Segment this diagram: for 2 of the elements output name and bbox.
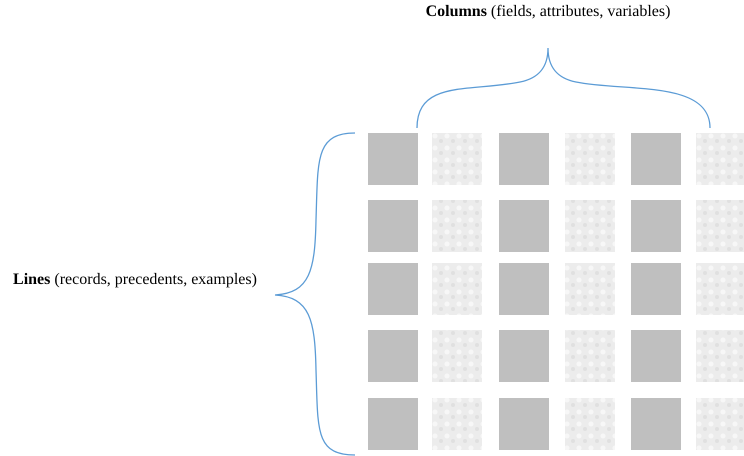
axis-label: Lines (records, precedents, examples) bbox=[12, 270, 258, 290]
axis-label: Columns (fields, attributes, variables) bbox=[424, 2, 672, 22]
